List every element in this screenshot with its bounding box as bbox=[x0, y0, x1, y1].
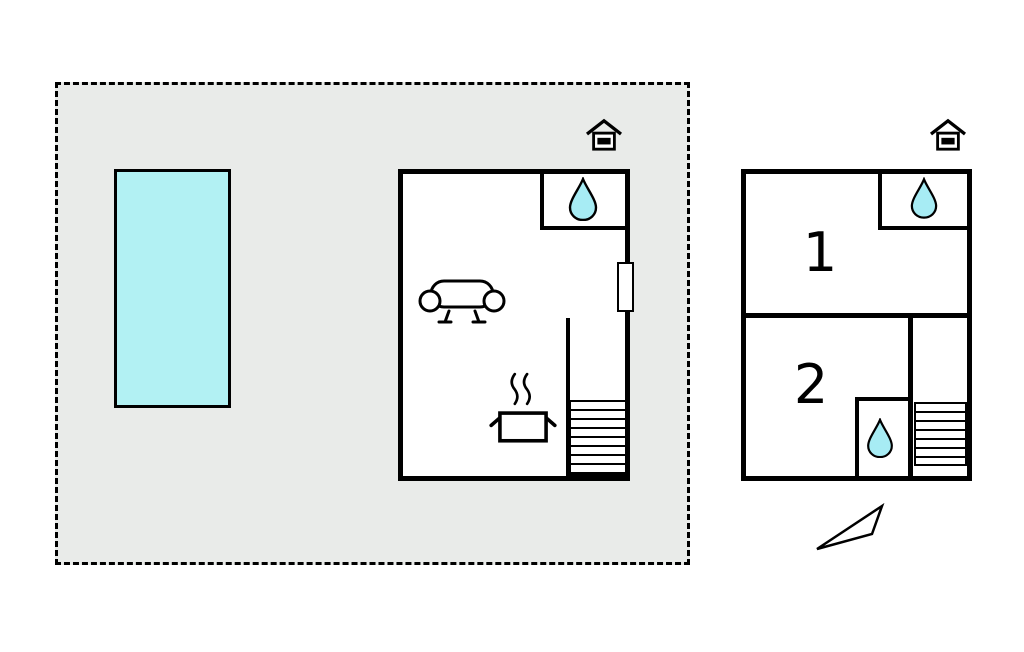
upper-floor-plan: 1 2 bbox=[741, 169, 972, 481]
stairs-icon bbox=[569, 400, 627, 476]
cooker-icon bbox=[489, 372, 557, 443]
house-icon bbox=[585, 118, 623, 152]
wall bbox=[566, 318, 570, 476]
house-icon bbox=[585, 118, 623, 151]
water-drop-icon bbox=[568, 177, 598, 221]
room-2-label: 2 bbox=[793, 353, 829, 416]
water-drop-icon bbox=[910, 177, 938, 219]
swimming-pool bbox=[114, 169, 231, 408]
wall bbox=[908, 313, 913, 476]
wall bbox=[746, 313, 967, 318]
wall bbox=[540, 226, 625, 230]
water-drop-icon bbox=[867, 418, 893, 458]
house-icon bbox=[929, 118, 967, 151]
stairs-icon bbox=[914, 402, 967, 466]
wall bbox=[878, 226, 967, 230]
door-icon bbox=[617, 262, 634, 312]
house-icon bbox=[929, 118, 967, 152]
ground-floor-plan bbox=[398, 169, 634, 481]
sofa-icon bbox=[418, 279, 506, 324]
direction-arrow-icon bbox=[816, 503, 885, 551]
room-1-label: 1 bbox=[802, 221, 838, 284]
wall bbox=[855, 397, 912, 401]
wall bbox=[540, 174, 544, 230]
wall bbox=[855, 397, 859, 476]
wall bbox=[878, 174, 882, 230]
